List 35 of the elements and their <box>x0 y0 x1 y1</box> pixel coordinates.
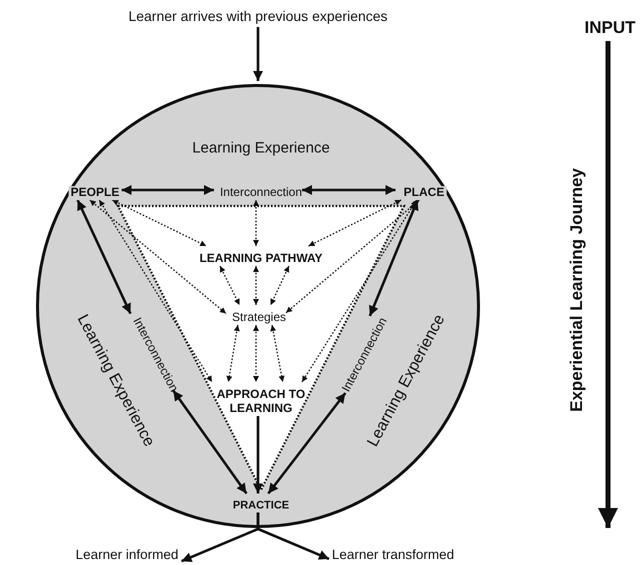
double-arrow <box>172 390 248 494</box>
arrow <box>253 27 263 81</box>
dotted-double-arrow <box>308 199 402 247</box>
dotted-double-arrow <box>270 324 285 382</box>
dotted-double-arrow <box>301 200 418 382</box>
dotted-double-arrow <box>219 266 240 306</box>
thick-arrow <box>598 41 618 528</box>
dotted-double-arrow <box>253 325 259 382</box>
arrow <box>253 416 263 494</box>
dotted-double-arrow <box>112 199 207 247</box>
dotted-double-arrow <box>253 200 259 246</box>
double-arrow <box>302 185 396 195</box>
caption-text: Learner arrives with previous experiences <box>128 8 388 24</box>
node-label: APPROACH TO LEARNING <box>206 388 316 416</box>
node-label: INPUT <box>584 18 636 38</box>
dotted-double-arrow <box>270 266 290 306</box>
connector-label: Interconnection <box>220 186 302 200</box>
double-arrow <box>122 185 214 195</box>
dotted-double-arrow <box>98 200 213 382</box>
node-label: Strategies <box>232 311 286 325</box>
dotted-double-arrow <box>253 266 259 305</box>
caption-text: Learner transformed <box>332 547 454 563</box>
dotted-double-arrow <box>226 324 240 382</box>
arrow <box>256 512 330 560</box>
edge-label: Experiential Learning Journey <box>567 168 587 412</box>
node-label: PLACE <box>402 186 446 200</box>
node-label: LEARNING PATHWAY <box>199 252 323 266</box>
node-label: PRACTICE <box>232 500 290 512</box>
caption-text: Learner informed <box>76 547 178 563</box>
double-arrow <box>267 392 346 494</box>
node-label: PEOPLE <box>68 186 122 200</box>
double-arrow <box>76 199 132 314</box>
dotted-double-arrow <box>286 200 420 314</box>
zone-heading: Learning Experience <box>192 139 330 157</box>
dotted-double-arrow <box>89 200 226 314</box>
